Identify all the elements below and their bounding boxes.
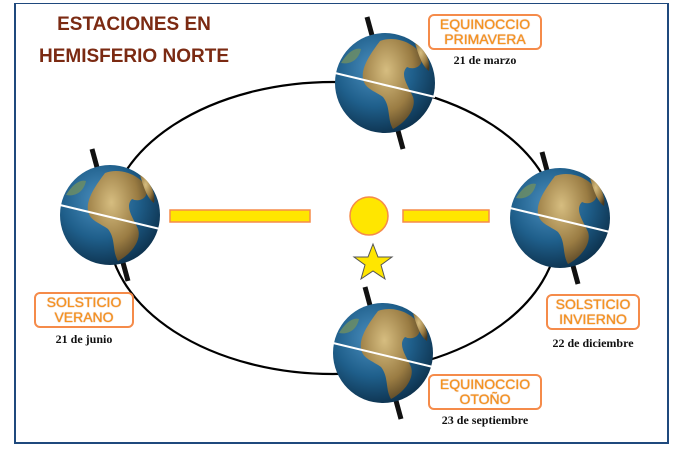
label-verano-line1: SOLSTICIO (46, 294, 122, 310)
date-verano: 21 de junio (55, 332, 113, 346)
date-invierno: 22 de diciembre (552, 336, 634, 350)
label-equinoccio-otono: EQUINOCCIO OTOÑO (428, 374, 542, 410)
label-verano-line2: VERANO (54, 309, 114, 325)
label-primavera-line1: EQUINOCCIO (439, 16, 531, 32)
label-invierno-line1: SOLSTICIO (555, 296, 631, 312)
label-solsticio-invierno: SOLSTICIO INVIERNO (546, 294, 640, 330)
sun (349, 196, 389, 236)
date-primavera: 21 de marzo (453, 53, 517, 67)
earth-globe-primavera (335, 17, 435, 149)
label-otono-line1: EQUINOCCIO (439, 376, 531, 392)
label-solsticio-verano: SOLSTICIO VERANO (34, 292, 134, 328)
date-otono: 23 de septiembre (441, 413, 529, 427)
label-primavera-line2: PRIMAVERA (444, 31, 526, 47)
orbit-ellipse (106, 80, 560, 376)
label-invierno-line2: INVIERNO (559, 311, 627, 327)
earth-globe-invierno (510, 152, 610, 284)
title-line-2: HEMISFERIO NORTE (38, 46, 229, 67)
sun-ray-left (169, 209, 311, 223)
earth-globe-otono (333, 287, 433, 419)
earth-globe-verano (60, 149, 160, 281)
title-line-1: ESTACIONES EN (57, 14, 211, 35)
sun-ray-right (402, 209, 490, 223)
label-otono-line2: OTOÑO (459, 391, 511, 407)
star-marker (352, 242, 394, 281)
label-equinoccio-primavera: EQUINOCCIO PRIMAVERA (428, 14, 542, 50)
